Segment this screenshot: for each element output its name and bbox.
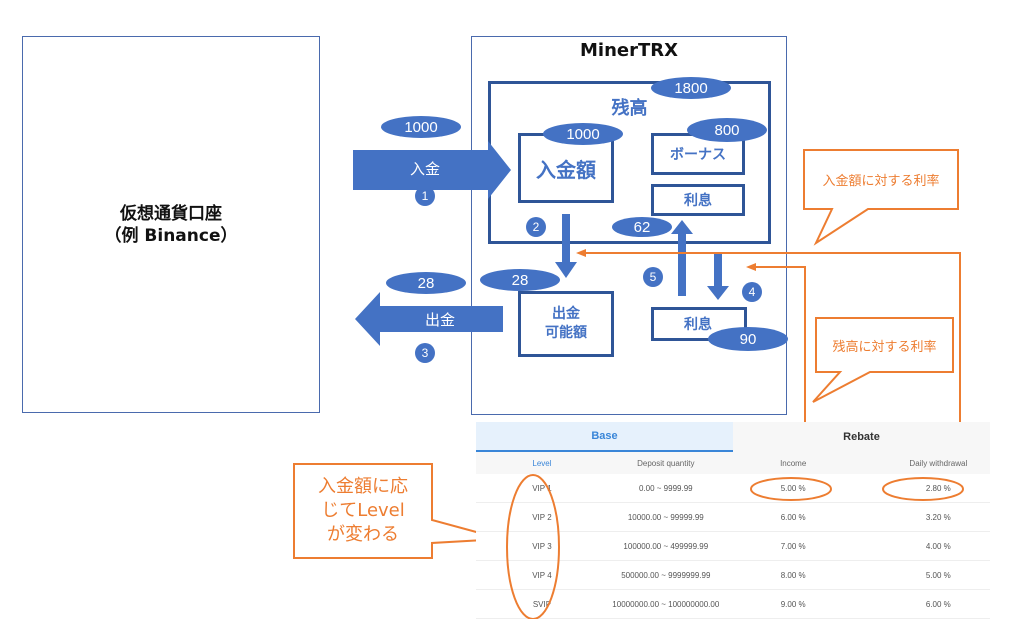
step-3-badge: 3 xyxy=(415,343,435,363)
step-5-badge: 5 xyxy=(643,267,663,287)
balance-rate-callout-text: 残高に対する利率 xyxy=(832,339,937,355)
cell-daily-withdrawal: 3.20 % xyxy=(925,512,951,522)
table-row: SVIP 10000000.00 ~ 100000000.00 9.00 % 6… xyxy=(476,590,990,619)
cell-deposit: 10000000.00 ~ 100000000.00 xyxy=(612,599,720,609)
deposit-flow-value-badge: 1000 xyxy=(381,116,461,138)
daily-withdrawal-link-head xyxy=(576,249,586,257)
header-income: Income xyxy=(780,458,807,468)
bonus-label: ボーナス xyxy=(670,147,726,163)
exchange-title: 仮想通貨口座 xyxy=(120,203,222,224)
flow5-shaft xyxy=(678,232,686,296)
withdraw-flow-label: 出金 xyxy=(424,311,455,329)
cell-deposit: 10000.00 ~ 99999.99 xyxy=(627,512,704,522)
cell-income: 6.00 % xyxy=(780,512,806,522)
cell-income: 8.00 % xyxy=(780,570,806,580)
bonus-value-badge: 800 xyxy=(687,118,767,142)
cell-daily-withdrawal: 5.00 % xyxy=(925,570,951,580)
header-deposit-quantity: Deposit quantity xyxy=(637,458,695,468)
daily-withdrawal-link xyxy=(580,252,961,470)
cell-level: VIP 4 xyxy=(532,570,552,580)
withdraw-arrow xyxy=(355,292,503,346)
cell-daily-withdrawal: 4.00 % xyxy=(925,541,951,551)
cell-level: SVIP xyxy=(532,599,552,609)
exchange-subtitle: （例 Binance） xyxy=(104,225,238,246)
interest-outer-label: 利息 xyxy=(684,317,712,333)
step-4-badge: 4 xyxy=(742,282,762,302)
interest-outer-value-badge: 90 xyxy=(708,327,788,351)
balance-value-badge: 1800 xyxy=(651,77,731,99)
cell-daily-withdrawal: 2.80 % xyxy=(925,483,951,493)
withdrawable-box: 出金 可能額 xyxy=(518,291,614,357)
deposit-arrow xyxy=(353,141,511,199)
step-1-badge: 1 xyxy=(415,186,435,206)
interest-outer-box: 利息 xyxy=(651,307,747,341)
level-note-line2: じてLevel xyxy=(321,500,405,521)
level-note-line1: 入金額に応 xyxy=(318,476,408,497)
flow4-shaft xyxy=(714,254,722,288)
table-tabs: Base Rebate xyxy=(476,422,990,452)
table-row: VIP 1 0.00 ~ 9999.99 5.00 % 2.80 % xyxy=(476,474,990,503)
level-note-text: 入金額に応 じてLevel が変わる xyxy=(296,466,430,556)
cell-level: VIP 1 xyxy=(532,483,552,493)
withdraw-flow-value-badge: 28 xyxy=(386,272,466,294)
exchange-account-frame: 仮想通貨口座 （例 Binance） xyxy=(22,36,320,413)
cell-deposit: 100000.00 ~ 499999.99 xyxy=(623,541,709,551)
deposit-amount-label: 入金額 xyxy=(536,157,596,182)
cell-income: 7.00 % xyxy=(780,541,806,551)
flow4-head xyxy=(707,286,729,300)
table-row: VIP 3 100000.00 ~ 499999.99 7.00 % 4.00 … xyxy=(476,532,990,561)
interest-inner-label: 利息 xyxy=(684,193,712,209)
income-link-head xyxy=(746,263,756,271)
cell-level: VIP 3 xyxy=(532,541,552,551)
income-link xyxy=(750,266,806,482)
header-level: Level xyxy=(532,458,552,468)
table-header: Level Deposit quantity Income Daily with… xyxy=(476,452,990,474)
cell-income: 5.00 % xyxy=(780,483,806,493)
flow5-head xyxy=(671,220,693,234)
table-row: VIP 2 10000.00 ~ 99999.99 6.00 % 3.20 % xyxy=(476,503,990,532)
cell-deposit: 0.00 ~ 9999.99 xyxy=(638,483,693,493)
level-note-callout xyxy=(293,463,503,559)
table-row: VIP 4 500000.00 ~ 9999999.99 8.00 % 5.00… xyxy=(476,561,990,590)
deposit-rate-callout-text: 入金額に対する利率 xyxy=(822,174,940,189)
deposit-rate-callout xyxy=(803,149,959,246)
interest-inner-box: 利息 xyxy=(651,184,745,216)
miner-title: MinerTRX xyxy=(580,40,678,61)
level-table: Base Rebate Level Deposit quantity Incom… xyxy=(476,422,990,619)
level-note-line3: が変わる xyxy=(327,524,399,545)
cell-deposit: 500000.00 ~ 9999999.99 xyxy=(621,570,711,580)
flow2-shaft xyxy=(562,214,570,264)
cell-daily-withdrawal: 6.00 % xyxy=(925,599,951,609)
flow2-head xyxy=(555,262,577,278)
withdrawable-label-line1: 出金 xyxy=(552,306,580,322)
deposit-flow-label: 入金 xyxy=(409,160,440,178)
cell-income: 9.00 % xyxy=(780,599,806,609)
balance-rate-callout xyxy=(812,317,954,403)
balance-label: 残高 xyxy=(611,98,648,119)
tab-base[interactable]: Base xyxy=(476,422,733,452)
tab-rebate[interactable]: Rebate xyxy=(733,422,990,452)
step-2-badge: 2 xyxy=(526,217,546,237)
withdrawable-value-badge: 28 xyxy=(480,269,560,291)
deposit-amount-badge: 1000 xyxy=(543,123,623,145)
withdrawable-label-line2: 可能額 xyxy=(545,325,587,341)
header-daily-withdrawal: Daily withdrawal xyxy=(909,458,968,468)
interest-inner-value-badge: 62 xyxy=(612,217,672,237)
cell-level: VIP 2 xyxy=(532,512,552,522)
